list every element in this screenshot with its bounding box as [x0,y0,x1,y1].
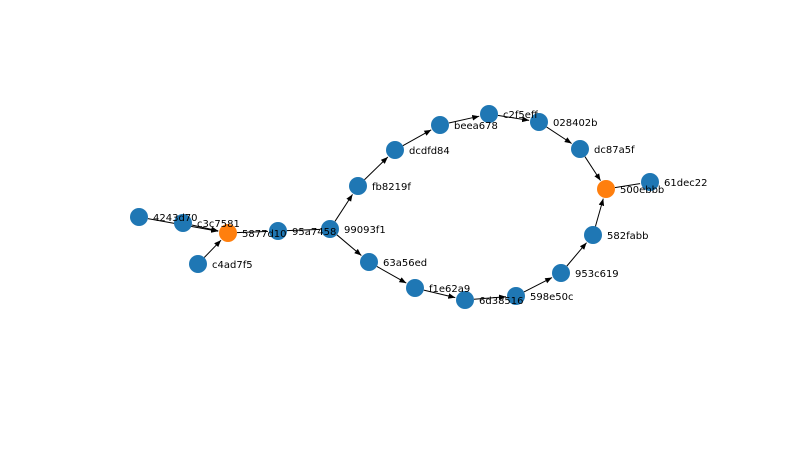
node-label-c4ad7f5: c4ad7f5 [212,260,253,271]
edge-f1e62a9-6d38516 [423,289,456,299]
node-label-582fabb: 582fabb [607,231,648,242]
graph-node-4243d70 [130,208,148,226]
graph-node-582fabb [584,226,602,244]
edge-fb8219f-dcdfd84 [364,156,389,181]
node-label-028402b: 028402b [553,118,598,129]
graph-node-fb8219f [349,177,367,195]
edge-63a56ed-f1e62a9 [376,265,407,284]
node-label-500ebbb: 500ebbb [620,185,664,196]
graph-node-c2f5eff [480,105,498,123]
edge-99093f1-63a56ed [336,234,362,256]
edge-95a7458-99093f1 [286,228,321,232]
graph-node-c3c7581 [174,214,192,232]
edge-6d38516-598e50c [473,294,507,301]
edge-c4ad7f5-5877d10 [203,239,222,258]
graph-node-5877d10 [219,224,237,242]
edge-5877d10-95a7458 [236,230,269,234]
graph-node-500ebbb [597,180,615,198]
edge-028402b-dc87a5f [546,126,572,144]
edge-dcdfd84-beea678 [402,129,432,147]
graph-node-95a7458 [269,222,287,240]
node-label-61dec22: 61dec22 [664,178,707,189]
node-label-598e50c: 598e50c [530,292,573,303]
node-label-f1e62a9: f1e62a9 [429,284,470,295]
graph-node-c4ad7f5 [189,255,207,273]
edge-c2f5eff-028402b [497,114,530,123]
node-label-99093f1: 99093f1 [344,225,386,236]
graph-node-dcdfd84 [386,141,404,159]
graph-node-028402b [530,113,548,131]
graph-node-f1e62a9 [406,279,424,297]
node-label-6d38516: 6d38516 [479,296,524,307]
node-label-953c619: 953c619 [575,269,619,280]
node-label-95a7458: 95a7458 [292,227,336,238]
edge-beea678-c2f5eff [448,114,480,124]
edge-c3c7581-5877d10 [191,224,219,233]
node-label-fb8219f: fb8219f [372,182,411,193]
node-label-dcdfd84: dcdfd84 [409,146,450,157]
edge-598e50c-953c619 [523,277,553,293]
node-label-beea678: beea678 [454,121,498,132]
node-label-c3c7581: c3c7581 [197,219,240,230]
node-label-c2f5eff: c2f5eff [503,110,539,121]
graph-node-63a56ed [360,253,378,271]
graph-node-6d38516 [456,291,474,309]
graph-node-99093f1 [321,220,339,238]
graph-node-598e50c [507,287,525,305]
node-label-5877d10: 5877d10 [242,229,287,240]
graph-node-dc87a5f [571,140,589,158]
edge-500ebbb-61dec22 [614,183,641,189]
edge-dc87a5f-500ebbb [584,156,601,181]
node-label-4243d70: 4243d70 [153,213,198,224]
graph-node-beea678 [431,116,449,134]
edge-99093f1-fb8219f [334,194,353,222]
edge-582fabb-500ebbb [594,198,605,227]
node-label-dc87a5f: dc87a5f [594,145,635,156]
edge-953c619-582fabb [566,242,587,267]
edge-layer [147,114,641,301]
graph-node-953c619 [552,264,570,282]
graph-node-61dec22 [641,173,659,191]
node-label-63a56ed: 63a56ed [383,258,427,269]
node-layer [130,105,659,309]
